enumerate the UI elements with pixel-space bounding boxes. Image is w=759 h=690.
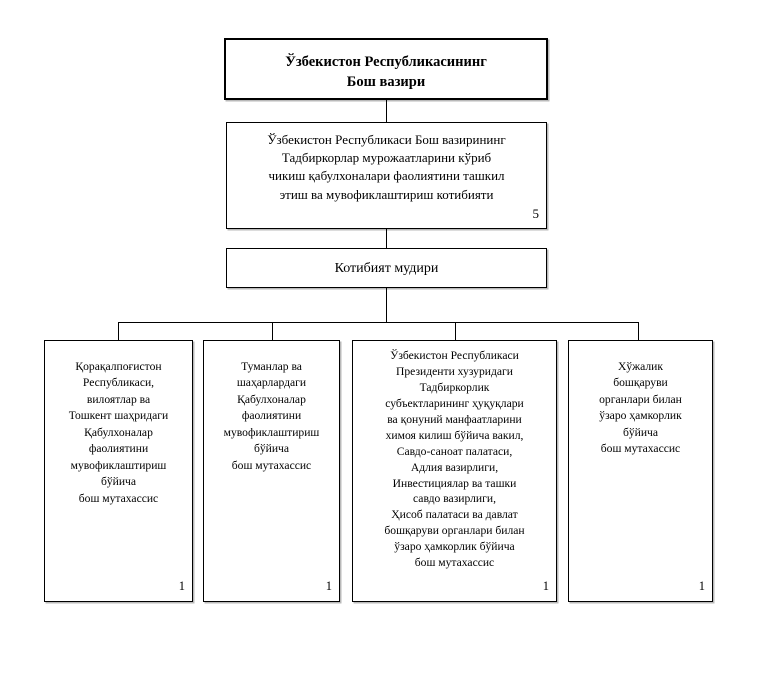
node-economy[interactable]: Хўжалик бошқаруви органлари билан ўзаро … (568, 340, 713, 602)
node-prime-minister[interactable]: Ўзбекистон Республикасининг Бош вазири (224, 38, 548, 100)
node-karakalpakstan-count: 1 (178, 578, 185, 593)
node-prime-minister-label: Ўзбекистон Республикасининг Бош вазири (285, 54, 487, 90)
connector-stem-karakalpakstan (118, 322, 119, 340)
connector-secretariat-to-head (386, 229, 387, 248)
connector-stem-districts (272, 322, 273, 340)
node-secretariat-head-label: Котибият мудири (334, 261, 439, 276)
node-ombudsman[interactable]: Ўзбекистон Республикаси Президенти хузур… (352, 340, 557, 602)
node-ombudsman-count: 1 (542, 578, 549, 593)
node-districts-label: Туманлар ва шаҳарлардаги Қабулхоналар фа… (223, 360, 320, 472)
node-secretariat[interactable]: Ўзбекистон Республикаси Бош вазирининг Т… (226, 122, 547, 229)
connector-stem-ombudsman (455, 322, 456, 340)
node-ombudsman-label: Ўзбекистон Республикаси Президенти хузур… (384, 349, 525, 570)
node-districts[interactable]: Туманлар ва шаҳарлардаги Қабулхоналар фа… (203, 340, 340, 602)
node-economy-label: Хўжалик бошқаруви органлари билан ўзаро … (599, 360, 682, 456)
node-karakalpakstan-label: Қорақалпоғистон Республикаси, вилоятлар … (68, 360, 169, 505)
node-secretariat-head[interactable]: Котибият мудири (226, 248, 547, 288)
node-secretariat-label: Ўзбекистон Республикаси Бош вазирининг Т… (267, 132, 506, 202)
connector-prime-minister-to-secretariat (386, 100, 387, 122)
node-districts-count: 1 (325, 578, 332, 593)
node-karakalpakstan[interactable]: Қорақалпоғистон Республикаси, вилоятлар … (44, 340, 193, 602)
node-secretariat-count: 5 (532, 206, 540, 221)
node-economy-count: 1 (698, 578, 705, 593)
connector-head-stem (386, 288, 387, 322)
connector-horizontal-bus (118, 322, 639, 323)
connector-stem-economy (638, 322, 639, 340)
